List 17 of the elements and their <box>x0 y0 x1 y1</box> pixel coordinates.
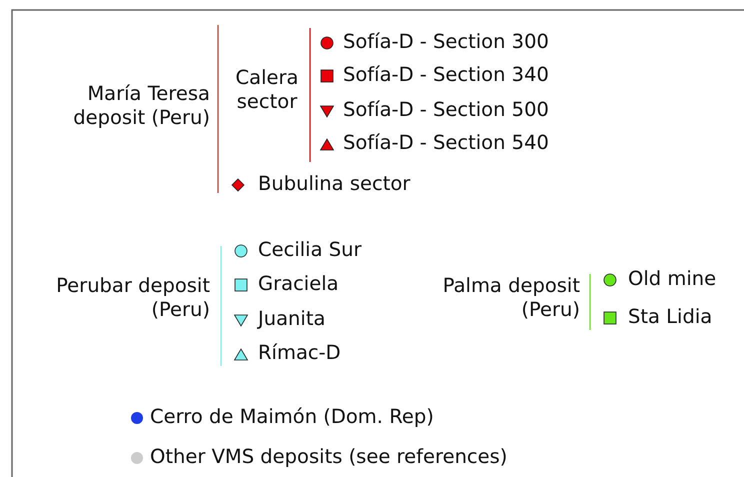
legend-label: Graciela <box>258 272 339 296</box>
legend-label: Old mine <box>628 267 716 291</box>
group-label: Perubar deposit (Peru) <box>55 274 210 322</box>
group-label: Palma deposit (Peru) <box>442 274 580 322</box>
legend-label: Cecilia Sur <box>258 238 362 262</box>
legend-label: Sofía-D - Section 340 <box>343 63 549 87</box>
legend-label: Sofía-D - Section 500 <box>343 98 549 122</box>
legend-label: Juanita <box>258 307 326 331</box>
legend-label: Other VMS deposits (see references) <box>150 445 508 469</box>
legend-label: Bubulina sector <box>258 172 410 196</box>
legend-label: Sofía-D - Section 300 <box>343 30 549 54</box>
legend-label: Sta Lidia <box>628 305 712 329</box>
legend-label: Sofía-D - Section 540 <box>343 131 549 155</box>
legend-label: Rímac-D <box>258 341 341 365</box>
legend-label: Cerro de Maimón (Dom. Rep) <box>150 405 434 429</box>
group-label: Calera sector <box>234 66 300 114</box>
group-label: María Teresa deposit (Peru) <box>72 82 210 130</box>
